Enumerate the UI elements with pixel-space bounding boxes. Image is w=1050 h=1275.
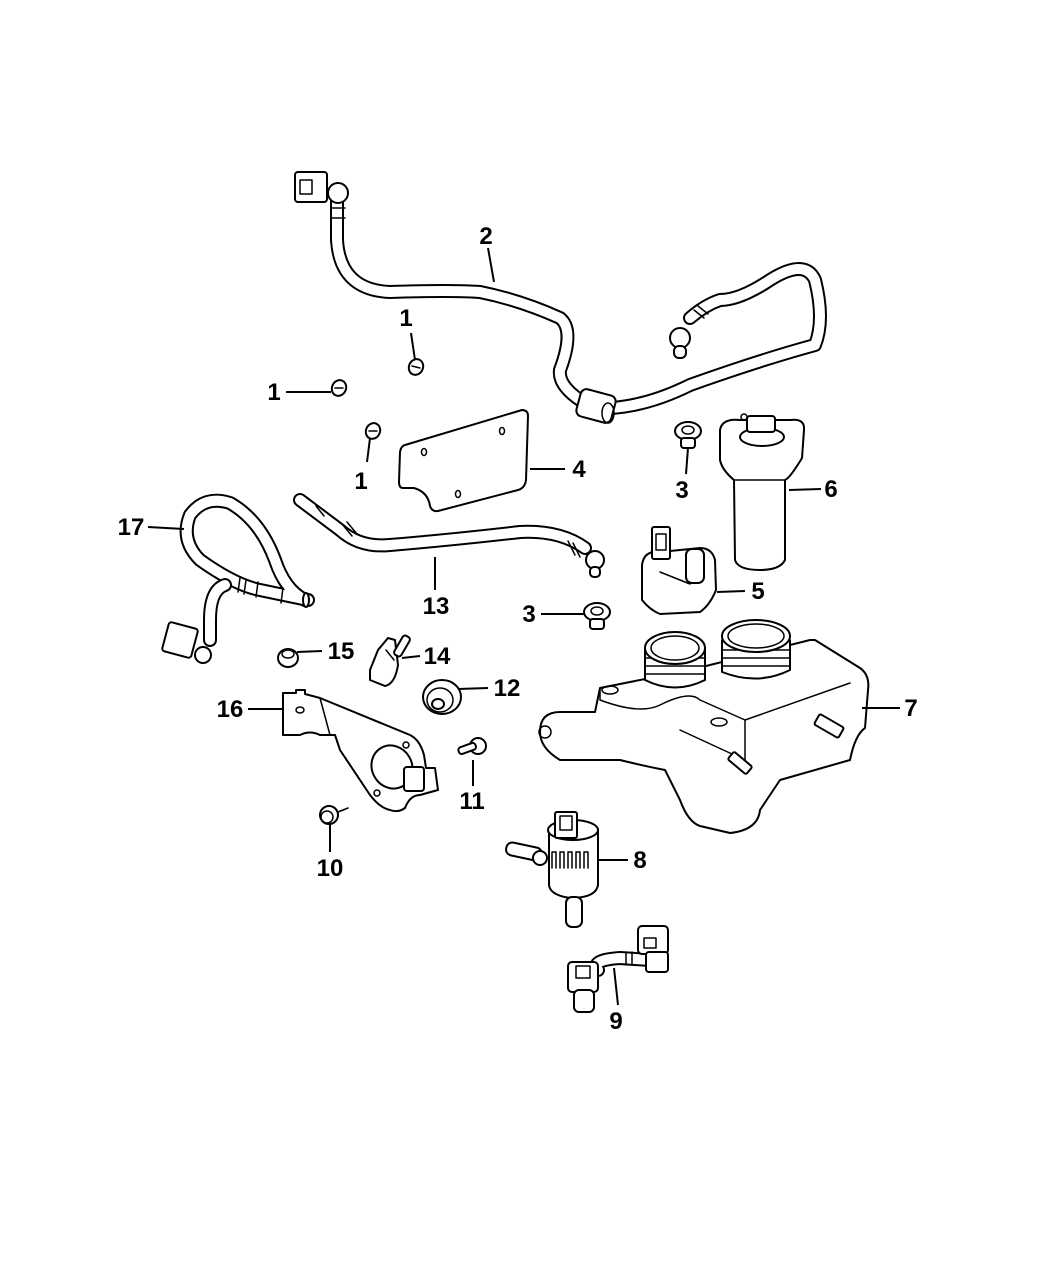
callout-15: 15 — [328, 638, 355, 665]
callout-16: 16 — [217, 696, 244, 723]
callout-10: 10 — [317, 855, 344, 882]
part-5-level-sensor[interactable] — [641, 526, 717, 615]
callout-9: 9 — [609, 1008, 622, 1035]
part-1-nut-a[interactable] — [406, 357, 425, 377]
filler-neck-left-icon — [644, 631, 706, 689]
callout-8: 8 — [633, 847, 646, 874]
part-7-reservoir[interactable] — [538, 619, 870, 834]
part-10-bolt[interactable] — [319, 805, 349, 825]
leader-line-3a — [685, 447, 689, 475]
callout-4: 4 — [572, 456, 586, 483]
leader-line-2 — [487, 247, 495, 283]
callout-3b: 3 — [522, 601, 535, 628]
part-1-nut-c[interactable] — [363, 421, 382, 441]
leader-line-15 — [296, 650, 323, 653]
callout-7: 7 — [904, 695, 917, 722]
callout-3a: 3 — [675, 477, 688, 504]
callout-12: 12 — [494, 675, 521, 702]
callout-13: 13 — [423, 593, 450, 620]
leader-line-14 — [401, 655, 421, 659]
callout-6: 6 — [824, 476, 837, 503]
leader-line-17 — [147, 526, 185, 530]
connector-icon — [575, 388, 617, 424]
part-12-grommet[interactable] — [422, 679, 462, 715]
filler-neck-right-icon — [721, 619, 791, 680]
leader-line-5 — [716, 590, 746, 593]
part-9-connector-hose[interactable] — [567, 925, 669, 1013]
callout-2: 2 — [479, 223, 492, 250]
part-13-hose[interactable] — [293, 493, 605, 578]
connector-icon — [161, 621, 199, 659]
part-8-pump-motor[interactable] — [505, 811, 599, 928]
part-3-grommet-a[interactable] — [674, 421, 702, 449]
callout-17: 17 — [118, 514, 145, 541]
terminal-icon — [746, 415, 776, 433]
callout-5: 5 — [751, 578, 764, 605]
part-3-grommet-b[interactable] — [583, 602, 611, 630]
leader-line-1c — [366, 437, 371, 463]
part-1-nut-b[interactable] — [329, 378, 348, 398]
mount-hole-icon — [538, 725, 552, 739]
callout-1a: 1 — [399, 305, 412, 332]
callout-1c: 1 — [354, 468, 367, 495]
callout-11: 11 — [459, 788, 484, 815]
part-4-shield-plate[interactable] — [398, 409, 529, 513]
connector-icon — [651, 526, 671, 560]
part-2-hose[interactable] — [294, 171, 827, 424]
leader-line-12 — [457, 687, 489, 690]
callout-14: 14 — [424, 643, 451, 670]
part-6-pump-cylinder[interactable] — [719, 413, 806, 571]
part-17-hose[interactable] — [161, 493, 315, 664]
callout-1b: 1 — [267, 379, 280, 406]
leader-line-9 — [613, 967, 619, 1006]
leader-line-1a — [410, 332, 416, 361]
part-16-bracket[interactable] — [282, 689, 439, 813]
part-11-bolt[interactable] — [457, 737, 487, 755]
part-15-nut[interactable] — [277, 648, 299, 668]
leader-line-6 — [788, 488, 822, 491]
connector-icon — [637, 925, 669, 955]
part-14-clip[interactable] — [369, 634, 411, 687]
